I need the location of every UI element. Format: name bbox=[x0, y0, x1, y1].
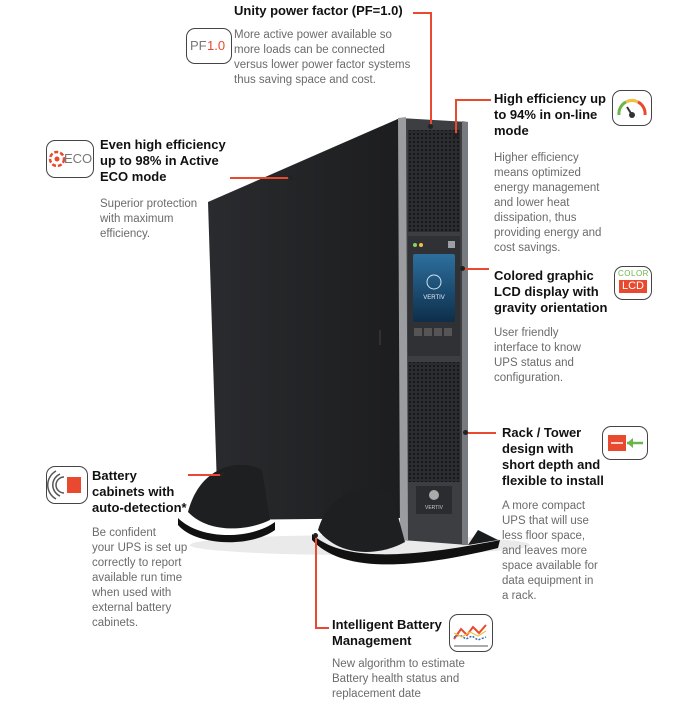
rack-description: A more compact UPS that will use less fl… bbox=[502, 500, 598, 602]
pf-leader-v bbox=[430, 12, 432, 126]
feature-battery-cabinets: Battery cabinets with auto-detection* Be… bbox=[92, 468, 222, 631]
lcd-screen bbox=[413, 254, 455, 322]
online-leader-v bbox=[455, 99, 457, 135]
ups-side-panel bbox=[208, 118, 402, 520]
eco-description: Superior protection with maximum efficie… bbox=[100, 198, 198, 240]
battery-cab-title: Battery cabinets with auto-detection* bbox=[92, 468, 187, 515]
rack-leader bbox=[466, 432, 496, 434]
online-dot bbox=[453, 133, 458, 138]
efficiency-gauge-icon bbox=[612, 90, 652, 126]
feature-intelligent-battery: Intelligent Battery Management New algor… bbox=[332, 617, 507, 702]
color-lcd-icon: COLOR LCD bbox=[614, 266, 652, 300]
rack-title: Rack / Tower design with short depth and… bbox=[502, 425, 604, 488]
feature-eco-mode: Even high efficiency up to 98% in Active… bbox=[100, 137, 250, 242]
ibm-dot bbox=[313, 533, 318, 538]
online-leader-h bbox=[455, 99, 491, 101]
right-stand-foot bbox=[318, 488, 405, 552]
feature-rack-tower: Rack / Tower design with short depth and… bbox=[502, 425, 632, 604]
lcd-title: Colored graphic LCD display with gravity… bbox=[494, 268, 608, 315]
eco-dot bbox=[288, 175, 293, 180]
feature-color-lcd: Colored graphic LCD display with gravity… bbox=[494, 268, 624, 386]
ibm-title: Intelligent Battery Management bbox=[332, 617, 442, 648]
battery-cab-dot bbox=[220, 472, 225, 477]
front-mesh-lower bbox=[408, 362, 460, 482]
ibm-description: New algorithm to estimate Battery health… bbox=[332, 658, 465, 700]
pf-description: More active power available so more load… bbox=[234, 29, 411, 86]
left-stand-foot bbox=[188, 464, 270, 529]
online-description: Higher efficiency means optimized energy… bbox=[494, 152, 602, 254]
feature-unity-power-factor: Unity power factor (PF=1.0) More active … bbox=[234, 3, 434, 88]
lcd-dot bbox=[460, 266, 465, 271]
pf-leader-h bbox=[413, 12, 431, 14]
brand-badge-text: VERTIV bbox=[425, 505, 444, 511]
eco-title: Even high efficiency up to 98% in Active… bbox=[100, 137, 226, 184]
pf-gauge-icon: PF 1.0 bbox=[186, 28, 232, 64]
battery-detection-icon bbox=[46, 466, 88, 504]
ibm-leader-h bbox=[315, 627, 329, 629]
front-mesh-upper bbox=[408, 130, 460, 232]
battery-cab-leader bbox=[188, 474, 222, 476]
battery-cab-description: Be confident your UPS is set up correctl… bbox=[92, 527, 188, 629]
rack-insert-icon bbox=[602, 426, 648, 460]
pf-dot bbox=[428, 124, 433, 129]
screen-brand-text: VERTIV bbox=[423, 295, 445, 301]
ibm-leader-v bbox=[315, 536, 317, 628]
eco-leader bbox=[230, 177, 290, 179]
rack-dot bbox=[463, 430, 468, 435]
lcd-description: User friendly interface to know UPS stat… bbox=[494, 327, 581, 384]
feature-online-efficiency: High efficiency up to 94% in on-line mod… bbox=[494, 91, 624, 256]
eco-leaf-icon: ECO bbox=[46, 140, 94, 178]
lcd-leader bbox=[463, 268, 489, 270]
battery-graph-icon bbox=[449, 614, 493, 652]
online-title: High efficiency up to 94% in on-line mod… bbox=[494, 91, 606, 138]
pf-title: Unity power factor (PF=1.0) bbox=[234, 3, 403, 18]
